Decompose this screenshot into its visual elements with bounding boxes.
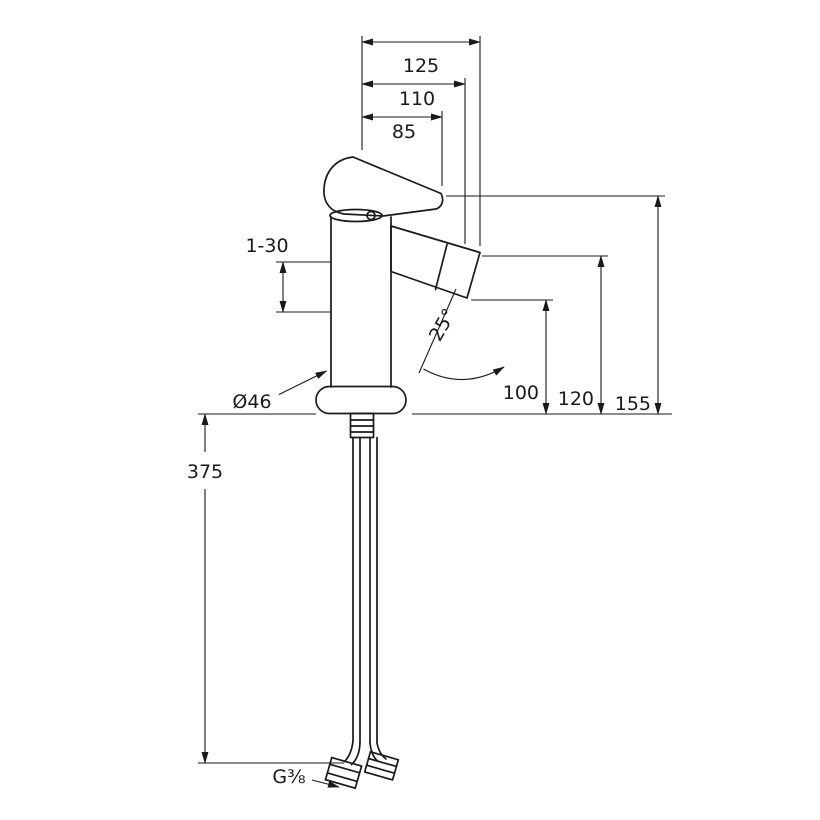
mounting-shank [349, 412, 375, 439]
dim-85-label: 85 [392, 121, 416, 143]
supply-hoses [343, 436, 387, 766]
dimension-top-widths: 125 110 85 [361, 36, 481, 246]
leader-line-dia46 [278, 370, 328, 395]
thread-label: G⅜ [272, 766, 305, 788]
dim-375-label: 375 [187, 461, 223, 483]
dimension-1-30: 1-30 [245, 235, 331, 313]
angle-reference-line [418, 288, 457, 374]
faucet-outline [315, 156, 481, 790]
angle-25-label: 25° [425, 305, 461, 345]
dimension-thread: G⅜ [272, 766, 340, 788]
cartridge-cover-line [329, 208, 383, 223]
dimension-hose-length: 375 [187, 413, 344, 764]
base-escutcheon [315, 385, 407, 415]
handle-pivot [366, 210, 376, 221]
faucet-handle [323, 156, 444, 223]
dia-46-label: Ø46 [232, 391, 271, 413]
angle-arc [423, 366, 505, 381]
dim-125-label: 125 [403, 55, 439, 77]
dim-100-label: 100 [503, 382, 539, 404]
leader-line-thread [311, 779, 340, 788]
dim-1-30-label: 1-30 [245, 235, 288, 257]
dim-155-label: 155 [615, 393, 651, 415]
hose-fitting-right [363, 750, 400, 781]
dim-120-label: 120 [558, 388, 594, 410]
aerator-line [434, 243, 448, 291]
faucet-body [330, 216, 392, 388]
hose-fitting-left [324, 756, 363, 790]
dimension-spout-angle: 25° [418, 288, 505, 381]
faucet-spout [390, 225, 481, 299]
dimension-base-diameter: Ø46 [232, 370, 328, 413]
dim-110-label: 110 [399, 88, 435, 110]
dimension-heights: 100 120 155 [412, 195, 672, 415]
